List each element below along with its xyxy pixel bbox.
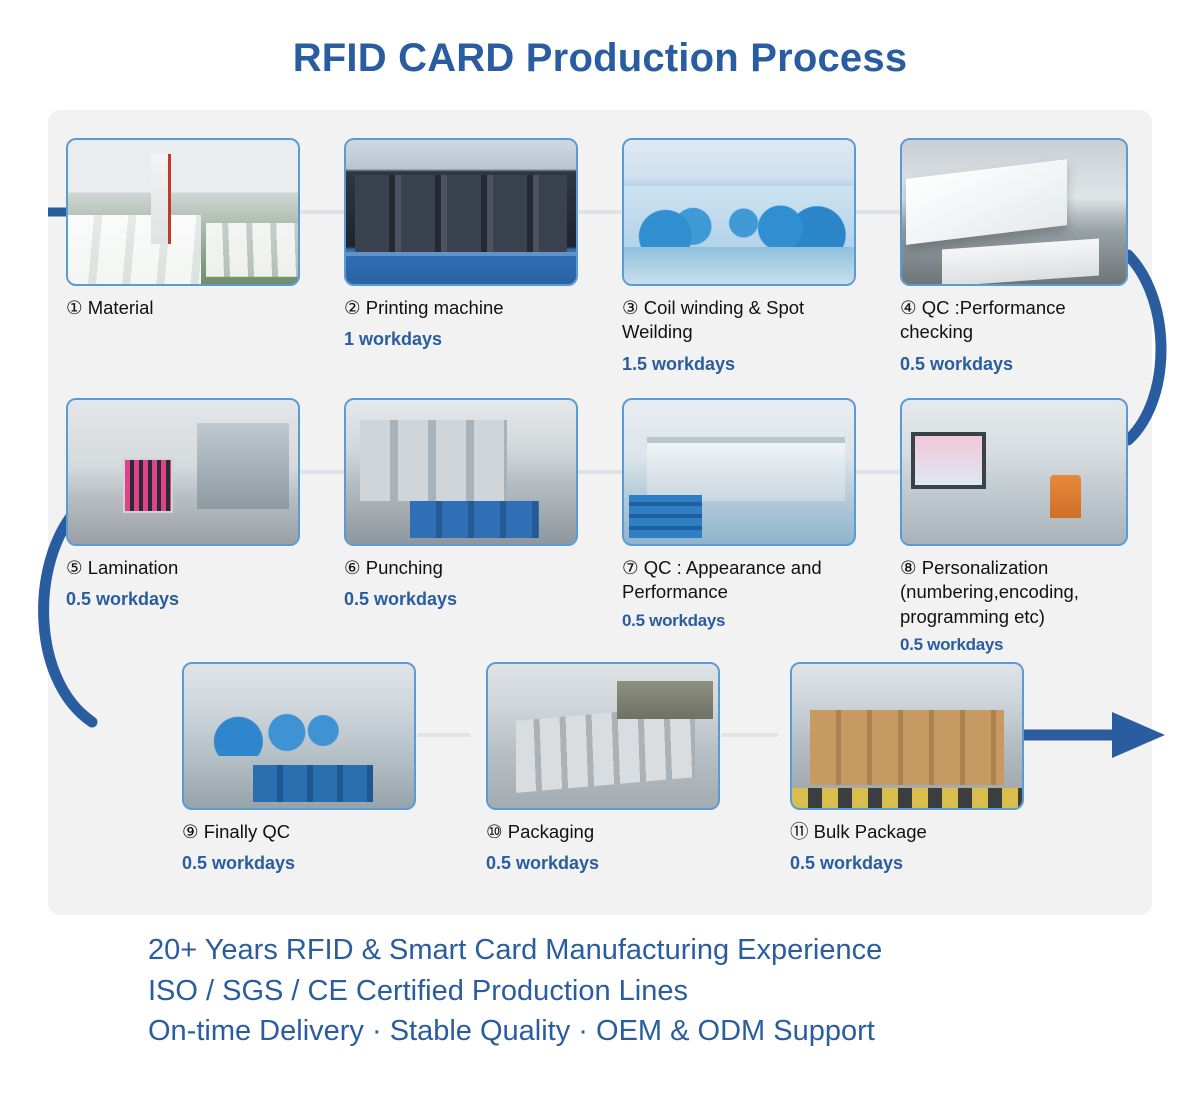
step-9-days: 0.5 workdays — [182, 853, 296, 874]
step-2[interactable]: ② Printing machine 1 workdays — [344, 138, 594, 350]
step-7[interactable]: ⑦ QC : Appearance and Performance 0.5 wo… — [622, 398, 872, 631]
step-5-photo — [66, 398, 300, 546]
step-7-label: ⑦ QC : Appearance and Performance — [622, 556, 872, 605]
step-7-days: 0.5 workdays — [622, 610, 726, 630]
step-8[interactable]: ⑧ Personalization (numbering,encoding, p… — [900, 398, 1128, 655]
step-9-label: ⑨ Finally QC — [182, 820, 432, 844]
step-10-label: ⑩ Packaging — [486, 820, 736, 844]
step-11-label: ⑪ Bulk Package — [790, 820, 1040, 844]
step-9[interactable]: ⑨ Finally QC 0.5 workdays — [182, 662, 432, 874]
tagline-block: 20+ Years RFID & Smart Card Manufacturin… — [148, 930, 1098, 1052]
step-2-days: 1 workdays — [344, 329, 443, 350]
step-2-photo — [344, 138, 578, 286]
step-8-days: 0.5 workdays — [900, 635, 1004, 655]
step-7-photo — [622, 398, 856, 546]
step-8-title: Personalization (numbering,encoding, pro… — [900, 557, 1079, 627]
step-10-photo — [486, 662, 720, 810]
tagline-line-1: 20+ Years RFID & Smart Card Manufacturin… — [148, 934, 883, 966]
step-6-title: Punching — [365, 557, 443, 578]
step-1[interactable]: ① Material — [66, 138, 316, 320]
step-4-number: ④ — [900, 297, 917, 318]
step-5-number: ⑤ — [66, 557, 83, 578]
step-4[interactable]: ④ QC :Performance checking 0.5 workdays — [900, 138, 1128, 375]
step-4-days: 0.5 workdays — [900, 353, 1014, 374]
step-8-photo — [900, 398, 1128, 546]
step-4-label: ④ QC :Performance checking — [900, 296, 1128, 345]
step-10-number: ⑩ — [486, 821, 503, 842]
step-11-number: ⑪ — [790, 821, 809, 842]
step-9-photo — [182, 662, 416, 810]
step-2-title: Printing machine — [365, 297, 504, 318]
step-4-photo — [900, 138, 1128, 286]
step-3-number: ③ — [622, 297, 639, 318]
step-10-days: 0.5 workdays — [486, 853, 600, 874]
tagline-line-3: On-time Delivery · Stable Quality · OEM … — [148, 1015, 875, 1048]
step-7-title: QC : Appearance and Performance — [622, 557, 822, 603]
step-5[interactable]: ⑤ Lamination 0.5 workdays — [66, 398, 316, 610]
step-11-days: 0.5 workdays — [790, 853, 904, 874]
step-7-number: ⑦ — [622, 557, 639, 578]
step-6-number: ⑥ — [344, 557, 361, 578]
tagline-line-2: ISO / SGS / CE Certified Production Line… — [148, 974, 688, 1007]
step-4-title: QC :Performance checking — [900, 297, 1066, 343]
step-3-title: Coil winding & Spot Weilding — [622, 297, 805, 343]
step-2-number: ② — [344, 297, 361, 318]
step-3-photo — [622, 138, 856, 286]
page-title: RFID CARD Production Process — [292, 36, 908, 80]
step-11-title: Bulk Package — [813, 821, 927, 842]
step-10-title: Packaging — [507, 821, 595, 842]
step-3-days: 1.5 workdays — [622, 353, 736, 374]
step-6-photo — [344, 398, 578, 546]
step-1-photo — [66, 138, 300, 286]
step-2-label: ② Printing machine — [344, 296, 594, 320]
step-6-days: 0.5 workdays — [344, 589, 458, 610]
step-11[interactable]: ⑪ Bulk Package 0.5 workdays — [790, 662, 1040, 874]
step-3-label: ③ Coil winding & Spot Weilding — [622, 296, 872, 345]
step-8-number: ⑧ — [900, 557, 917, 578]
step-1-number: ① — [66, 297, 83, 318]
step-6-label: ⑥ Punching — [344, 556, 594, 580]
step-11-photo — [790, 662, 1024, 810]
step-5-label: ⑤ Lamination — [66, 556, 316, 580]
step-10[interactable]: ⑩ Packaging 0.5 workdays — [486, 662, 736, 874]
step-9-number: ⑨ — [182, 821, 199, 842]
step-1-label: ① Material — [66, 296, 316, 320]
step-6[interactable]: ⑥ Punching 0.5 workdays — [344, 398, 594, 610]
step-9-title: Finally QC — [203, 821, 291, 842]
step-1-title: Material — [87, 297, 154, 318]
step-5-days: 0.5 workdays — [66, 589, 180, 610]
step-3[interactable]: ③ Coil winding & Spot Weilding 1.5 workd… — [622, 138, 872, 375]
step-8-label: ⑧ Personalization (numbering,encoding, p… — [900, 556, 1128, 629]
step-5-title: Lamination — [87, 557, 179, 578]
